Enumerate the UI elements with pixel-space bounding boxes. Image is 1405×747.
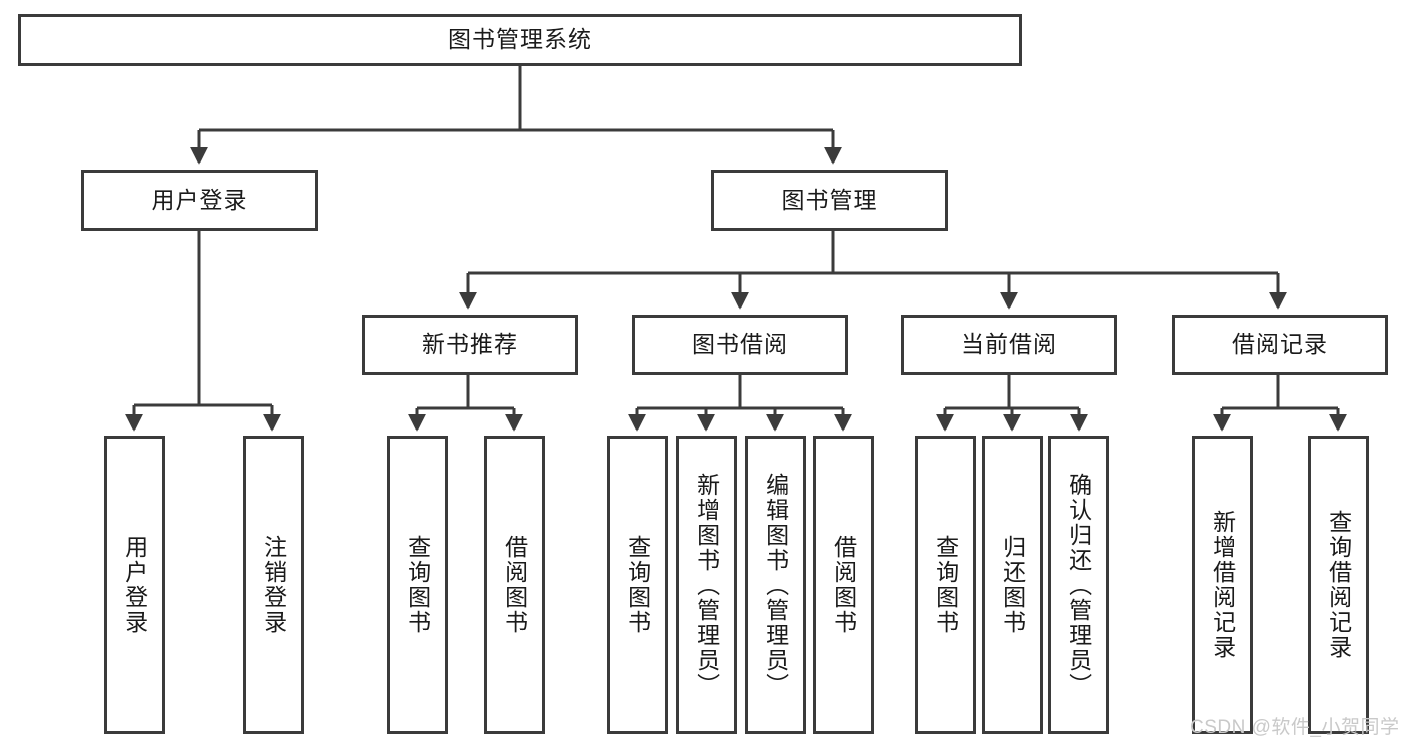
node-leaf-confirm-return-admin[interactable]: 确认归还（管理员） <box>1048 436 1109 734</box>
node-leaf-query-book-borrow[interactable]: 查询图书 <box>607 436 668 734</box>
csdn-watermark: CSDN @软件_小贺同学 <box>1190 717 1400 738</box>
node-book-borrow[interactable]: 图书借阅 <box>632 315 848 375</box>
node-label: 图书管理系统 <box>448 26 592 53</box>
node-label: 借阅记录 <box>1232 331 1328 358</box>
node-book-management[interactable]: 图书管理 <box>711 170 948 231</box>
node-leaf-query-book-recommend[interactable]: 查询图书 <box>387 436 448 734</box>
node-label: 编辑图书（管理员） <box>762 472 789 698</box>
node-leaf-borrow-book-recommend[interactable]: 借阅图书 <box>484 436 545 734</box>
node-label: 归还图书 <box>999 535 1026 635</box>
node-label: 用户登录 <box>121 535 148 635</box>
node-label: 借阅图书 <box>830 535 857 635</box>
node-label: 新书推荐 <box>422 331 518 358</box>
node-new-book-recommend[interactable]: 新书推荐 <box>362 315 578 375</box>
node-leaf-user-login[interactable]: 用户登录 <box>104 436 165 734</box>
node-leaf-edit-book-admin[interactable]: 编辑图书（管理员） <box>745 436 806 734</box>
node-label: 确认归还（管理员） <box>1065 472 1092 698</box>
node-label: 查询图书 <box>624 535 651 635</box>
node-label: 当前借阅 <box>961 331 1057 358</box>
node-borrow-record[interactable]: 借阅记录 <box>1172 315 1388 375</box>
node-leaf-return-book[interactable]: 归还图书 <box>982 436 1043 734</box>
node-label: 用户登录 <box>151 186 248 213</box>
node-leaf-query-book-current[interactable]: 查询图书 <box>915 436 976 734</box>
node-label: 图书借阅 <box>692 331 788 358</box>
node-leaf-query-borrow-record[interactable]: 查询借阅记录 <box>1308 436 1369 734</box>
node-leaf-logout[interactable]: 注销登录 <box>243 436 304 734</box>
node-current-borrow[interactable]: 当前借阅 <box>901 315 1117 375</box>
node-label: 新增借阅记录 <box>1209 510 1236 660</box>
node-label: 注销登录 <box>260 535 287 635</box>
node-label: 图书管理 <box>781 186 878 213</box>
node-leaf-add-book-admin[interactable]: 新增图书（管理员） <box>676 436 737 734</box>
node-label: 查询借阅记录 <box>1325 510 1352 660</box>
node-root-system[interactable]: 图书管理系统 <box>18 14 1022 66</box>
node-leaf-borrow-book[interactable]: 借阅图书 <box>813 436 874 734</box>
node-label: 查询图书 <box>932 535 959 635</box>
node-label: 查询图书 <box>404 535 431 635</box>
node-leaf-add-borrow-record[interactable]: 新增借阅记录 <box>1192 436 1253 734</box>
node-label: 新增图书（管理员） <box>693 472 720 698</box>
node-label: 借阅图书 <box>501 535 528 635</box>
node-user-login[interactable]: 用户登录 <box>81 170 318 231</box>
